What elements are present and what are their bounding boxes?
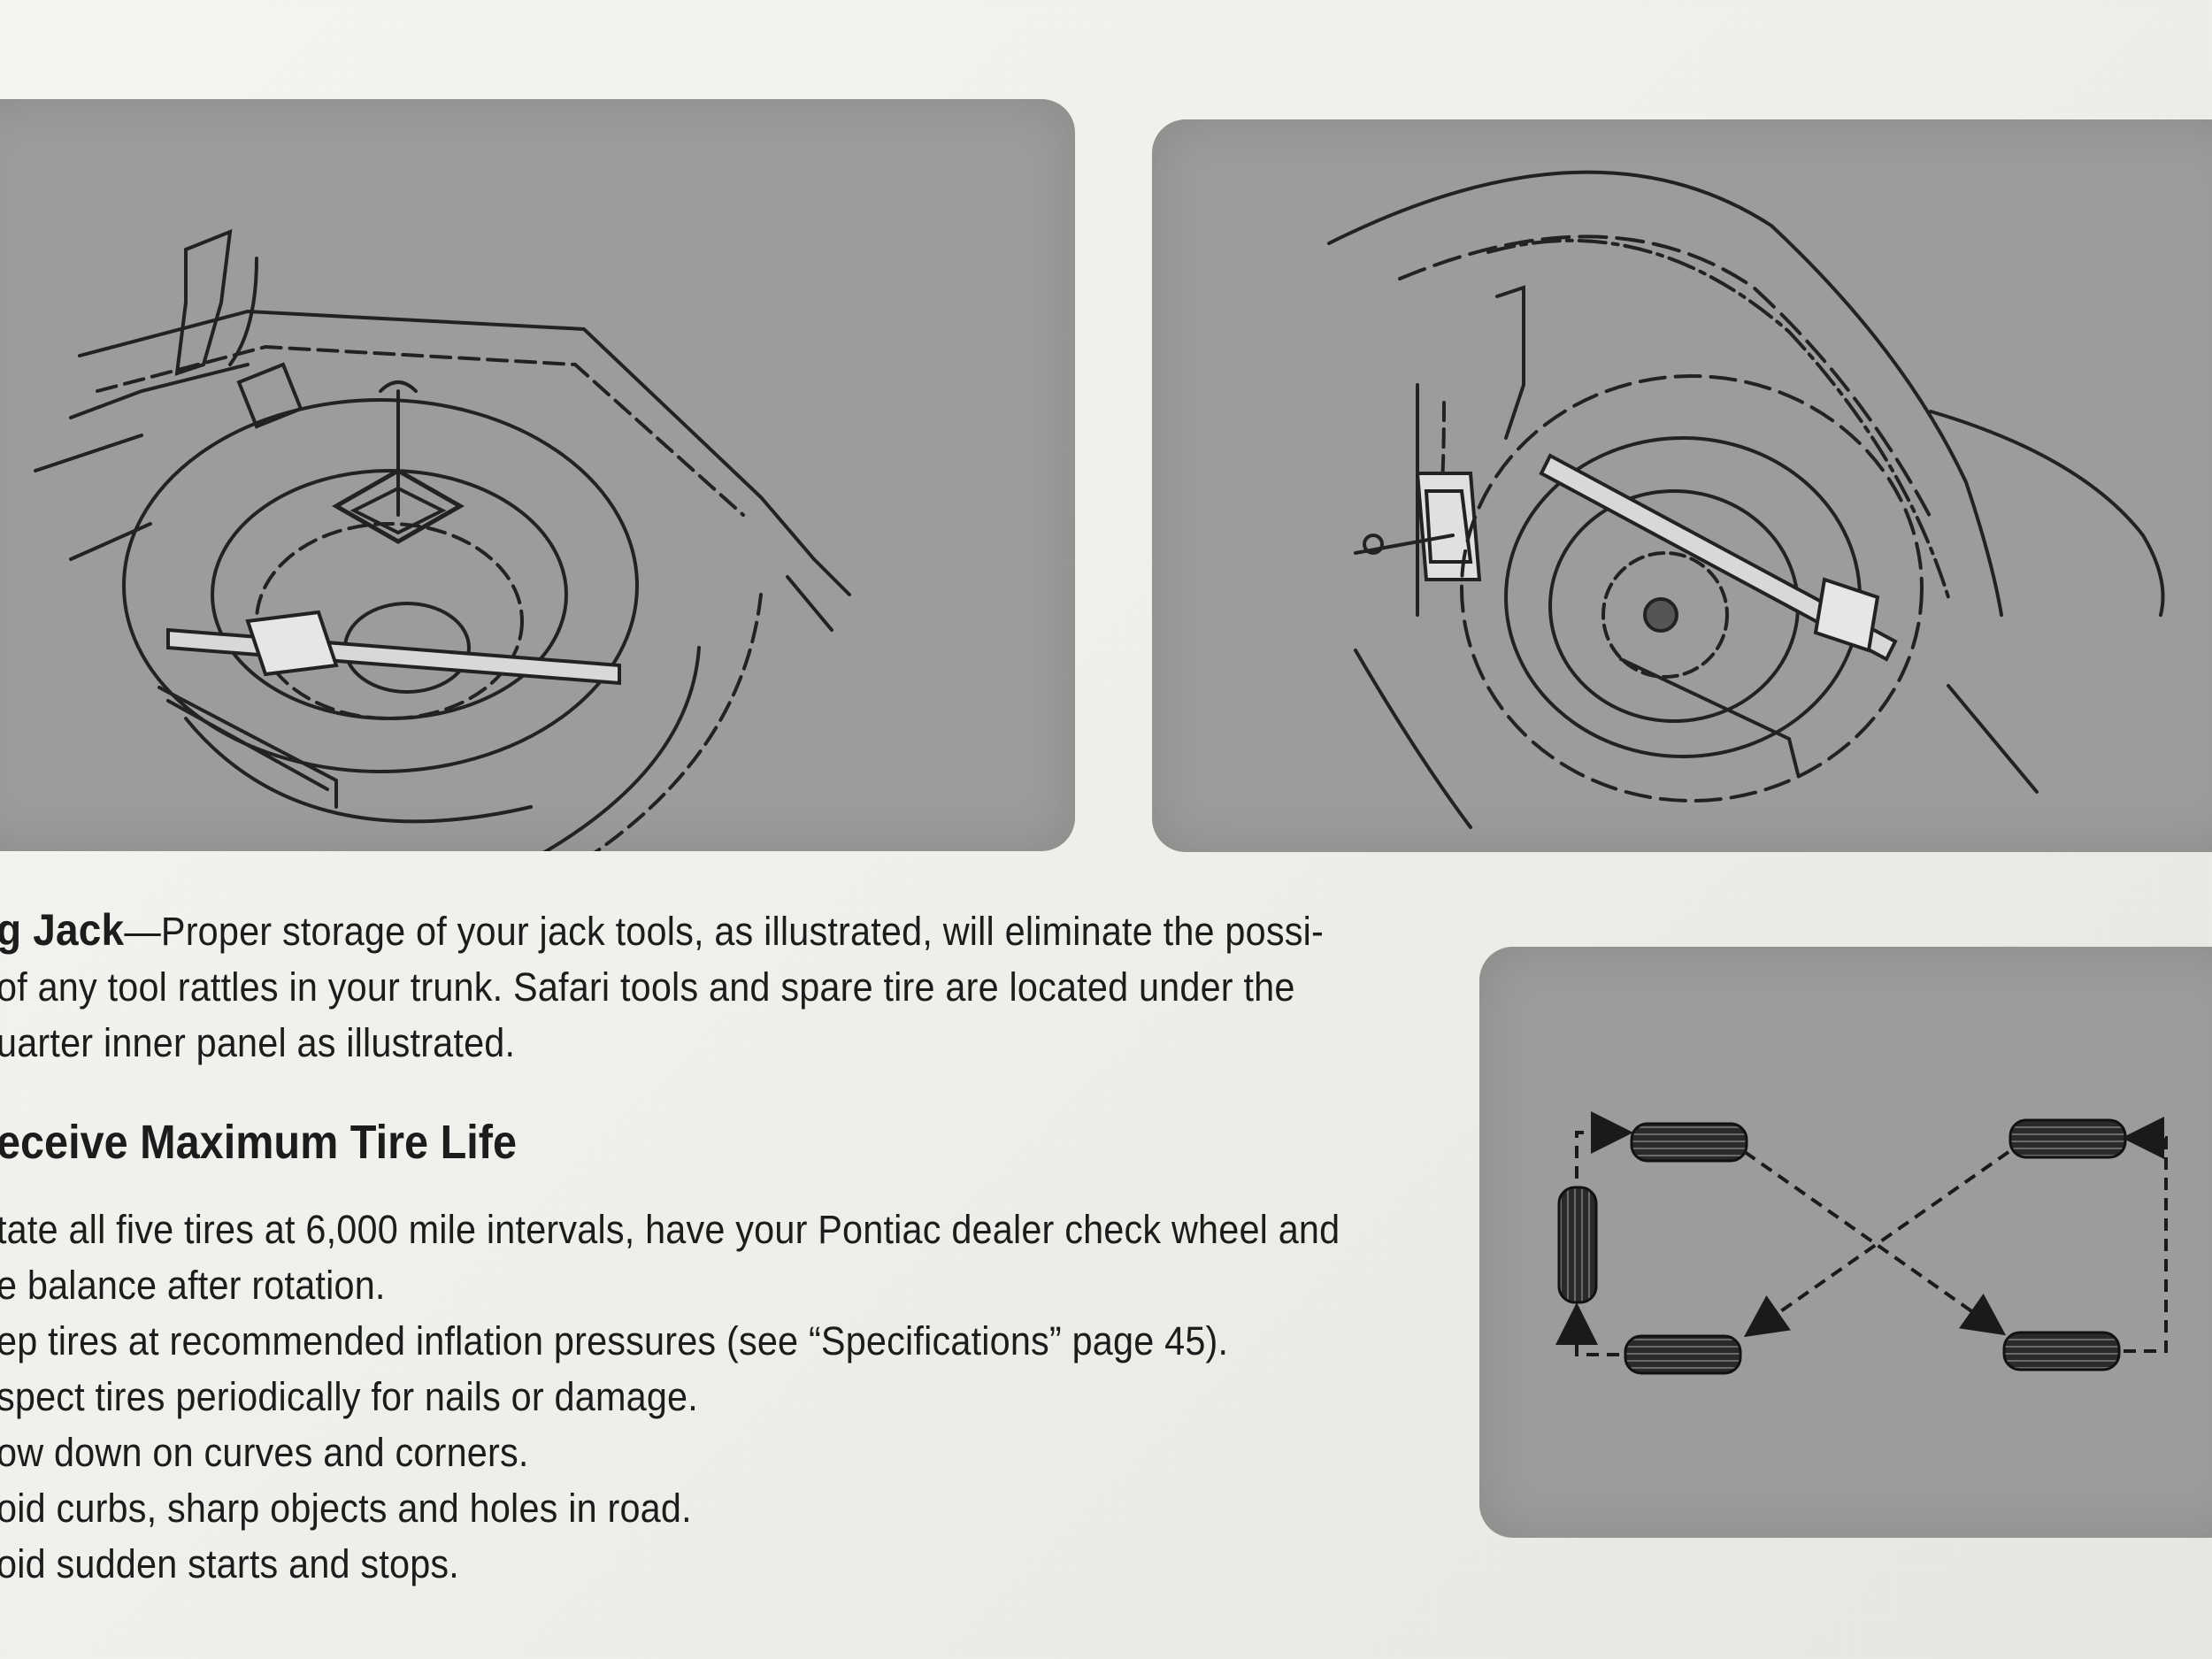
rotation-drawing: [1555, 1111, 2168, 1375]
tire-spare: [1557, 1186, 1598, 1304]
jack-line-3: uarter inner panel as illustrated.: [0, 1020, 516, 1065]
jack-storage-paragraph: g Jack—Proper storage of your jack tools…: [0, 902, 1380, 1071]
list-item: ow down on curves and corners.: [0, 1430, 529, 1475]
jack-line-1-text: —Proper storage of your jack tools, as i…: [124, 909, 1324, 954]
tire-rear-right: [2002, 1331, 2121, 1371]
tire-life-heading: eceive Maximum Tire Life: [0, 1116, 517, 1169]
list-item: oid curbs, sharp objects and holes in ro…: [0, 1486, 692, 1531]
tire-rotation-diagram: [1479, 947, 2212, 1538]
trunk-jack-illustration: [0, 99, 1075, 851]
jack-line-2: of any tool rattles in your trunk. Safar…: [0, 964, 1295, 1010]
safari-tools-illustration: [1152, 119, 2212, 852]
list-item: tate all five tires at 6,000 mile interv…: [0, 1207, 1340, 1252]
list-item: ep tires at recommended inflation pressu…: [0, 1318, 1229, 1363]
tire-tips-list: tate all five tires at 6,000 mile interv…: [0, 1202, 1340, 1592]
jack-line-1: g Jack—Proper storage of your jack tools…: [0, 902, 1380, 959]
safari-line-drawing: [1327, 170, 2165, 829]
list-item: e balance after rotation.: [0, 1263, 386, 1308]
tire-rear-left: [1624, 1334, 1742, 1375]
jack-lead: g Jack: [0, 905, 125, 955]
tire-front-right: [2008, 1118, 2127, 1159]
trunk-line-drawing: [34, 228, 851, 851]
tire-front-left: [1630, 1122, 1748, 1163]
list-item: oid sudden starts and stops.: [0, 1541, 459, 1586]
list-item: spect tires periodically for nails or da…: [0, 1374, 698, 1419]
